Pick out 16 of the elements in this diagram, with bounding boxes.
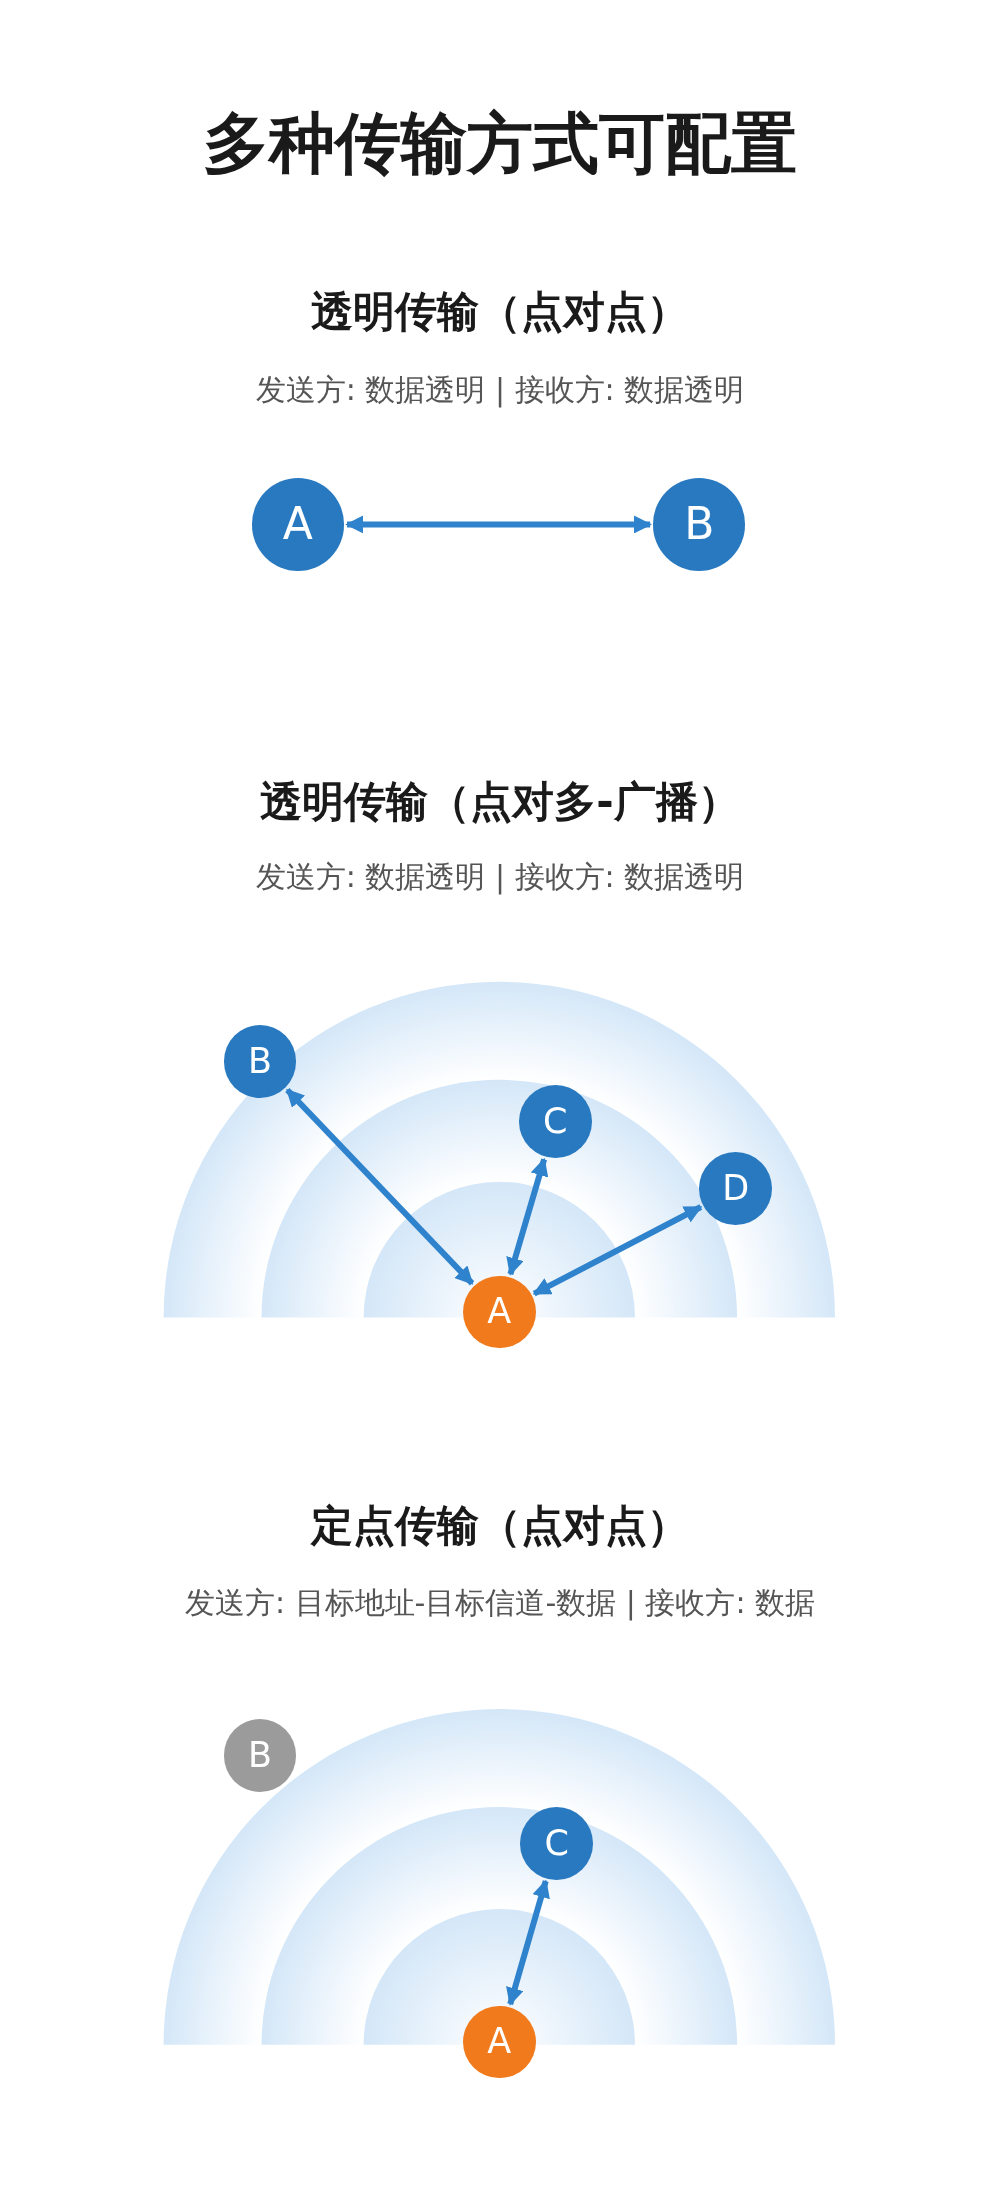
section-heading: 透明传输（点对多-广播） bbox=[259, 775, 741, 828]
section-heading: 透明传输（点对点） bbox=[310, 286, 690, 339]
node-circle: B bbox=[223, 1718, 297, 1792]
node-circle: B bbox=[653, 478, 746, 571]
double-arrow bbox=[532, 1204, 703, 1297]
node-circle: A bbox=[251, 478, 345, 571]
section-heading: 定点传输（点对点） bbox=[309, 1500, 690, 1553]
sender-receiver-note: 发送方: 数据透明 | 接收方: 数据透明 bbox=[254, 857, 746, 897]
double-arrow bbox=[506, 1157, 549, 1276]
double-arrow bbox=[285, 1087, 475, 1286]
title: 多种传输方式可配置 bbox=[202, 103, 798, 184]
node-circle: B bbox=[223, 1025, 297, 1098]
sender-receiver-note: 发送方: 目标地址-目标信道-数据 | 接收方: 数据 bbox=[183, 1583, 817, 1623]
double-arrow bbox=[506, 1879, 550, 2006]
sender-receiver-note: 发送方: 数据透明 | 接收方: 数据透明 bbox=[254, 371, 746, 410]
double-arrow bbox=[345, 515, 652, 534]
